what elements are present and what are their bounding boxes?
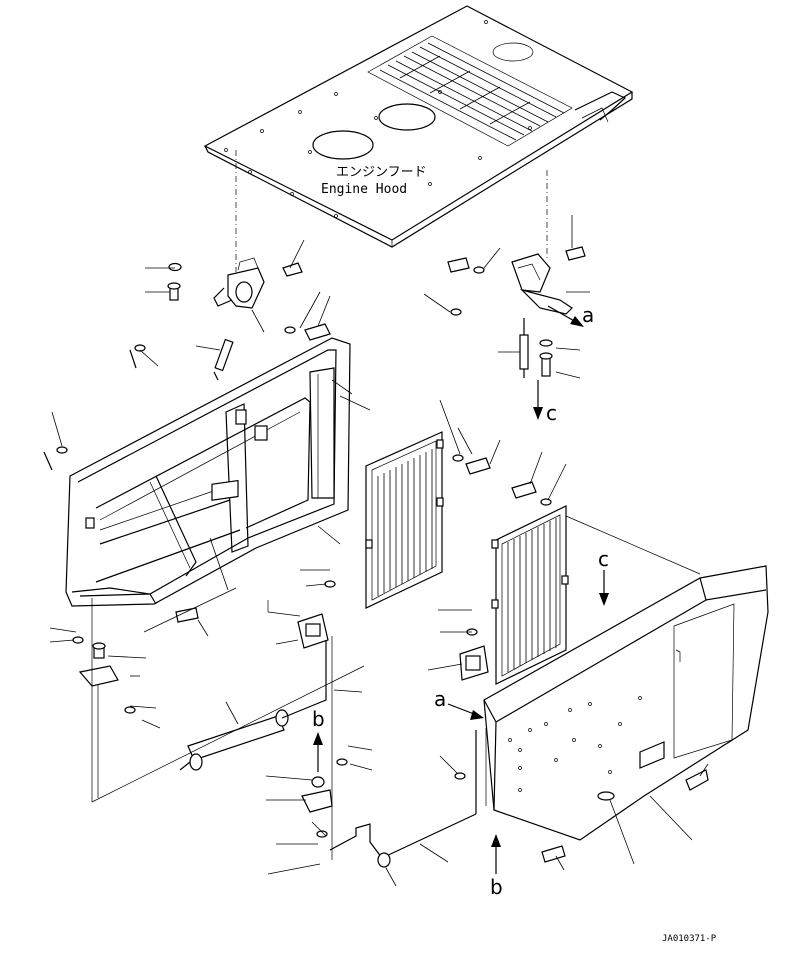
right-gas-strut: [519, 318, 529, 378]
arrow-b-bottom: [491, 834, 501, 874]
callout-a-side: a: [434, 687, 446, 711]
left-hinge-bolts: [134, 262, 331, 352]
lower-catch: [301, 758, 348, 813]
pins-and-washers: [43, 349, 566, 863]
arrow-b-left: [313, 732, 323, 772]
left-bottom-hinge: [72, 607, 199, 714]
arrow-a-top: [547, 305, 584, 327]
center-grille-panel: [365, 431, 444, 609]
arrow-c-side: [599, 570, 609, 606]
right-hinge-bracket: [511, 253, 573, 315]
bottom-support-rod: [329, 730, 477, 868]
engine-hood-label-en: Engine Hood: [321, 182, 407, 197]
grille-bolts: [452, 454, 552, 506]
left-hinge-bracket: [213, 257, 265, 309]
engine-hood: エンジンフード Engine Hood: [203, 5, 634, 248]
callout-a-top: a: [582, 303, 594, 327]
left-door-frame: [65, 337, 351, 607]
left-gas-strut: [213, 338, 234, 381]
arrow-a-side: [447, 703, 484, 720]
callout-c-top: c: [546, 401, 557, 425]
callout-c-side: c: [598, 547, 609, 571]
callout-b-left: b: [312, 707, 325, 731]
left-latch: [297, 613, 329, 649]
engine-hood-label-jp: エンジンフード: [336, 165, 427, 180]
center-latch: [459, 645, 489, 681]
reference-lines: [91, 395, 701, 860]
right-hinge-bolts: [447, 246, 586, 377]
right-grille-panel: [491, 505, 569, 685]
left-support-rod: [179, 640, 327, 771]
drawing-code: JA010371-P: [662, 934, 717, 944]
right-side-door: [483, 565, 769, 841]
callout-b-bottom: b: [490, 875, 503, 899]
arrow-c-top: [533, 380, 543, 420]
leader-lines: [49, 215, 709, 887]
